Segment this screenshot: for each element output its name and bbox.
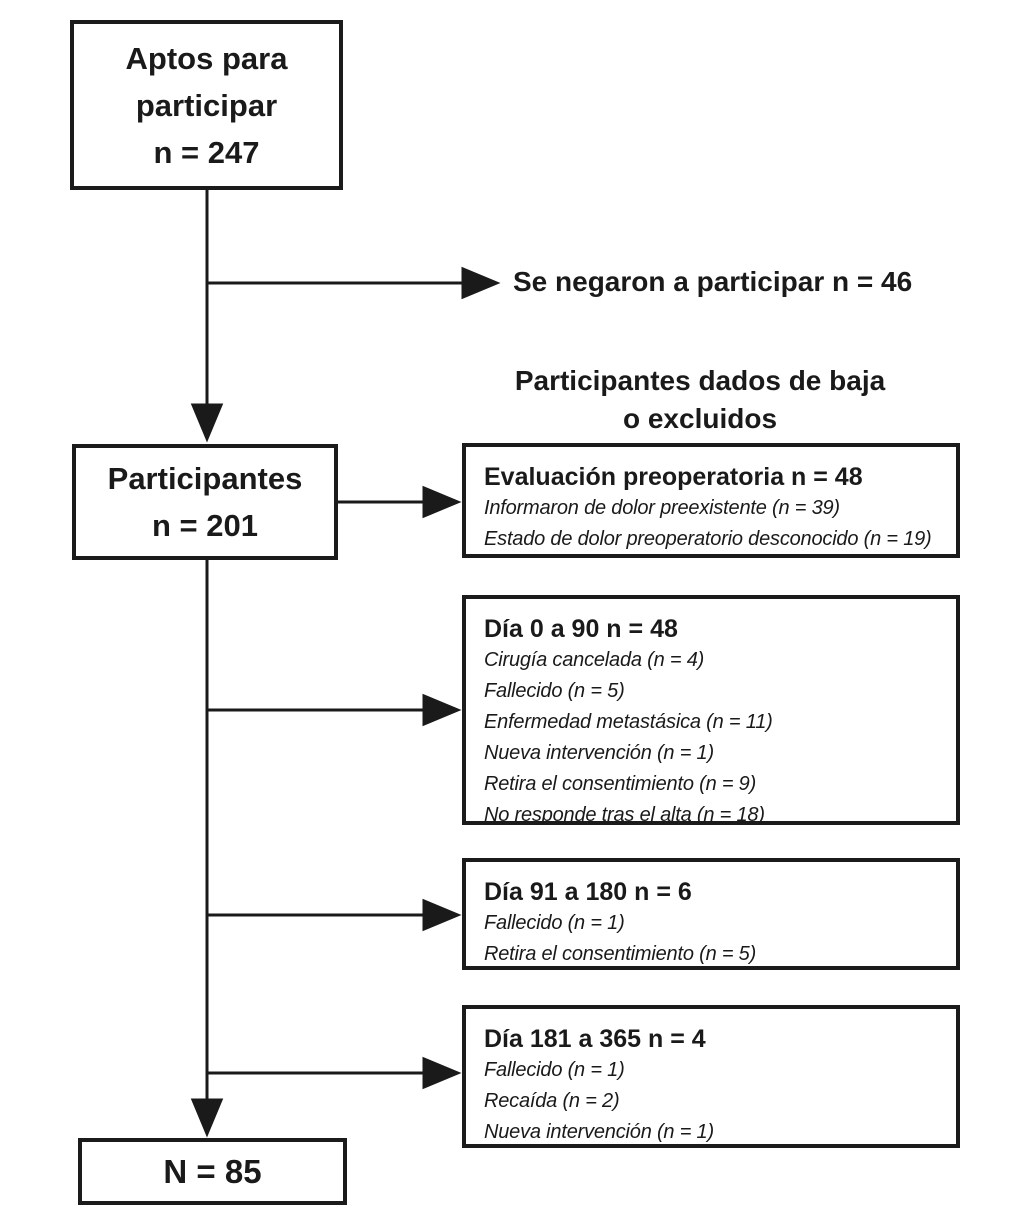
exclusion-item: Nueva intervención (n = 1) (484, 1121, 714, 1143)
exclusion-item: No responde tras el alta (n = 18) (484, 804, 765, 826)
withdrawn-header-line-2: o excluidos (622, 403, 778, 434)
exclusion-item: Cirugía cancelada (n = 4) (484, 649, 705, 671)
exclusion-box-day181-365: Día 181 a 365 n = 4 Fallecido (n = 1) Re… (462, 1005, 960, 1148)
exclusion-item: Fallecido (n = 5) (484, 680, 625, 702)
exclusion-box-title: Evaluación preoperatoria n = 48 (484, 463, 863, 491)
final-count-box: N = 85 (78, 1138, 347, 1205)
exclusion-item: Fallecido (n = 1) (484, 912, 625, 934)
exclusion-item: Nueva intervención (n = 1) (484, 742, 714, 764)
exclusion-box-title: Día 0 a 90 n = 48 (484, 615, 678, 643)
exclusion-item: Retira el consentimiento (n = 5) (484, 943, 757, 965)
exclusion-item: Retira el consentimiento (n = 9) (484, 773, 757, 795)
exclusion-item: Estado de dolor preoperatorio desconocid… (484, 528, 932, 550)
eligible-line-1: Aptos para (125, 40, 288, 76)
exclusion-item: Fallecido (n = 1) (484, 1059, 625, 1081)
exclusion-box-day91-180: Día 91 a 180 n = 6 Fallecido (n = 1) Ret… (462, 858, 960, 970)
exclusion-box-preoperative: Evaluación preoperatoria n = 48 Informar… (462, 443, 960, 558)
exclusion-item: Enfermedad metastásica (n = 11) (484, 711, 773, 733)
participants-count: n = 201 (152, 508, 258, 543)
participants-box: Participantes n = 201 (72, 444, 338, 560)
exclusion-box-title: Día 91 a 180 n = 6 (484, 878, 692, 906)
exclusion-box-day0-90: Día 0 a 90 n = 48 Cirugía cancelada (n =… (462, 595, 960, 826)
eligible-box: Aptos para participar n = 247 (70, 20, 343, 190)
participants-label: Participantes (107, 461, 303, 496)
withdrawn-header: Participantes dados de baja o excluidos (440, 362, 960, 438)
exclusion-item: Recaída (n = 2) (484, 1090, 620, 1112)
eligible-line-2: participar (135, 87, 278, 123)
withdrawn-header-line-1: Participantes dados de baja (514, 365, 886, 396)
exclusion-item: Informaron de dolor preexistente (n = 39… (484, 497, 840, 519)
eligible-count: n = 247 (153, 134, 260, 170)
declined-label: Se negaron a participar n = 46 (513, 266, 913, 297)
final-count: N = 85 (163, 1153, 262, 1190)
exclusion-box-title: Día 181 a 365 n = 4 (484, 1025, 706, 1053)
